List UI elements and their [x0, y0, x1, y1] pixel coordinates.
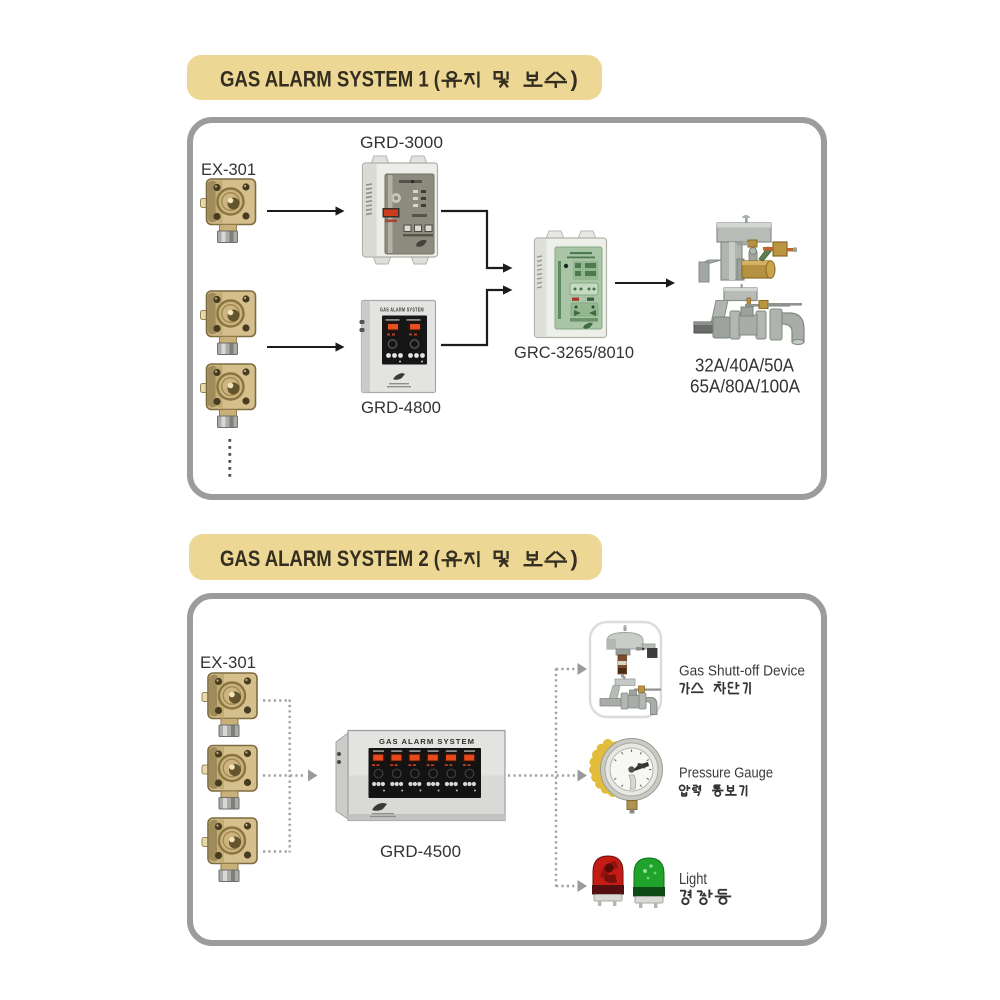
- svg-text:GRD-4800: GRD-4800: [361, 398, 441, 417]
- svg-text:EX-301: EX-301: [200, 653, 256, 672]
- svg-text:GRD-3000: GRD-3000: [360, 133, 443, 152]
- svg-text:Pressure Gauge: Pressure Gauge: [679, 766, 773, 782]
- svg-text:65A/80A/100A: 65A/80A/100A: [690, 377, 800, 397]
- svg-text:Gas Shutt-off Device: Gas Shutt-off Device: [679, 664, 805, 680]
- svg-text:GRD-4500: GRD-4500: [380, 842, 461, 861]
- svg-text:32A/40A/50A: 32A/40A/50A: [695, 356, 794, 376]
- svg-text:GAS ALARM SYSTEM: GAS ALARM SYSTEM: [380, 308, 424, 314]
- svg-text:GRC-3265/8010: GRC-3265/8010: [514, 343, 634, 362]
- svg-text:GAS ALARM SYSTEM 2 (: GAS ALARM SYSTEM 2 (: [220, 546, 441, 571]
- svg-text:): ): [571, 67, 578, 92]
- svg-text:EX-301: EX-301: [201, 160, 256, 179]
- svg-text:): ): [571, 546, 578, 571]
- svg-text:Light: Light: [679, 871, 707, 888]
- svg-text:GAS ALARM SYSTEM 1 (: GAS ALARM SYSTEM 1 (: [220, 67, 441, 92]
- svg-text:GAS ALARM SYSTEM: GAS ALARM SYSTEM: [379, 737, 475, 746]
